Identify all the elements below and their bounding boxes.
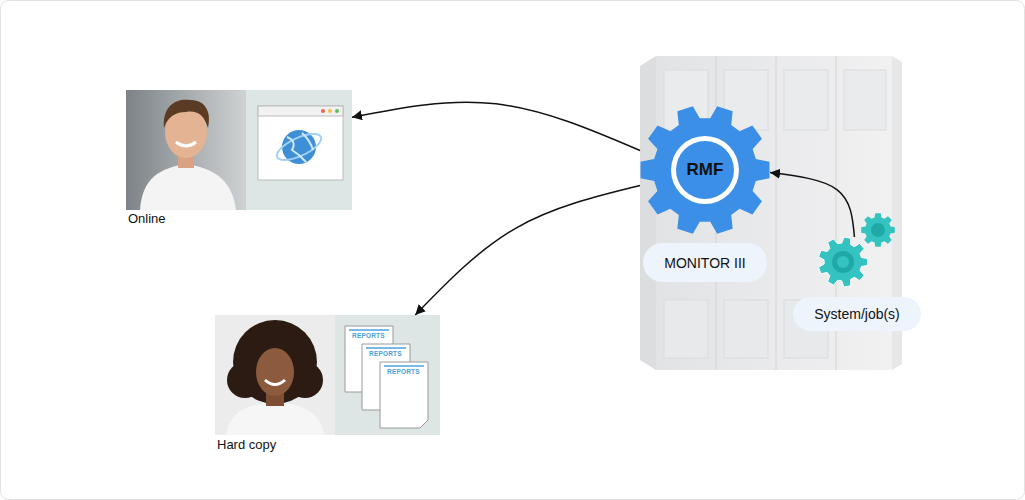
text-box: System/job(s) (793, 297, 921, 331)
text-box: MONITOR III (643, 243, 767, 282)
report-label: REPORTS (369, 350, 402, 357)
text-box: Hard copy (217, 436, 317, 452)
person-photo (215, 315, 335, 435)
flow-arrow (415, 186, 640, 315)
node-label: System/job(s) (814, 306, 900, 322)
node-label: Hard copy (217, 437, 276, 452)
report-label: REPORTS (387, 368, 420, 375)
text-box: RMF (675, 140, 735, 200)
jobs-pill: System/job(s) (793, 237, 921, 331)
browser-window (246, 90, 352, 210)
node-label: MONITOR III (664, 255, 745, 271)
text-box: Online (128, 210, 228, 226)
flow-arrow (352, 102, 640, 150)
hardcopy-panel: Hard copy (215, 315, 440, 455)
report-pages (335, 315, 440, 435)
monitor-pill: MONITOR III (643, 243, 767, 282)
report-label: REPORTS (352, 332, 385, 339)
rmf-gear: RMF (640, 105, 770, 235)
node-label: RMF (687, 160, 724, 180)
flow-arrow (770, 173, 854, 237)
node-label: Online (128, 211, 166, 226)
person-photo (126, 90, 246, 210)
online-panel: Online (126, 90, 352, 226)
